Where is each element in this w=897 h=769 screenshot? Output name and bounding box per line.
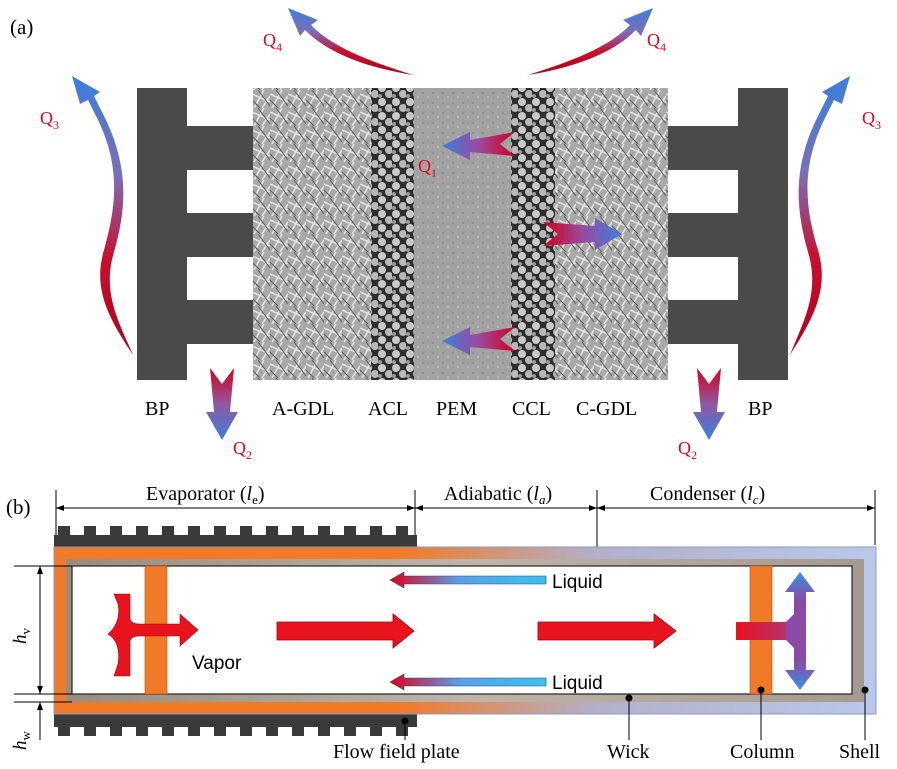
bipolar-plate-right bbox=[668, 88, 788, 380]
q1-label: Q1 bbox=[418, 156, 437, 180]
label-acl: ACL bbox=[368, 398, 408, 420]
adiabatic-label: Adiabatic (la) bbox=[444, 483, 552, 507]
label-cgdl: C-GDL bbox=[576, 398, 637, 420]
label-agdl: A-GDL bbox=[272, 398, 334, 420]
q2-arrow-left bbox=[206, 368, 238, 440]
cathode-catalyst-layer bbox=[511, 88, 555, 380]
component-leader-lines bbox=[404, 690, 866, 740]
q3-arrow-right bbox=[790, 76, 850, 355]
q2-label-left: Q2 bbox=[233, 438, 252, 462]
q4-label-right: Q4 bbox=[647, 30, 666, 54]
evaporator-label: Evaporator (le) bbox=[146, 483, 265, 507]
anode-catalyst-layer bbox=[371, 88, 414, 380]
vapor-source-arrow bbox=[107, 593, 199, 677]
flow-field-plate bbox=[54, 526, 417, 736]
liquid-return-arrow-bottom bbox=[389, 673, 547, 691]
height-dimension-lines bbox=[14, 565, 72, 740]
label-bp-right: BP bbox=[748, 398, 772, 420]
flow-field-plate-label: Flow field plate bbox=[333, 741, 460, 763]
label-pem: PEM bbox=[436, 398, 477, 420]
column-vapor-arrow bbox=[736, 622, 786, 640]
q2-arrow-right bbox=[693, 368, 725, 440]
label-bp-left: BP bbox=[145, 398, 169, 420]
q3-label-left: Q3 bbox=[40, 108, 59, 132]
label-ccl: CCL bbox=[512, 398, 551, 420]
panel-a-tag: (a) bbox=[10, 15, 33, 39]
liquid-label-top: Liquid bbox=[552, 572, 603, 593]
cathode-heat-arrow bbox=[543, 218, 622, 250]
condenser-label: Condenser (lc) bbox=[650, 483, 765, 507]
liquid-label-bottom: Liquid bbox=[552, 673, 603, 694]
vapor-flow-arrow-1 bbox=[276, 613, 415, 649]
vapor-flow-arrow-2 bbox=[537, 613, 677, 649]
column-split-arrow-down bbox=[785, 631, 815, 690]
wick-label: Wick bbox=[607, 741, 650, 763]
q4-arrow-left bbox=[288, 8, 413, 75]
q2-label-right: Q2 bbox=[678, 438, 697, 462]
shell-label: Shell bbox=[839, 741, 881, 763]
column-split-arrow bbox=[785, 572, 815, 631]
panel-b-tag: (b) bbox=[6, 495, 31, 519]
hw-label: hw bbox=[10, 731, 33, 751]
column-label: Column bbox=[730, 741, 794, 763]
q1-arrow-bottom bbox=[442, 327, 515, 355]
q4-arrow-right bbox=[528, 8, 653, 75]
vapor-core bbox=[71, 565, 853, 695]
vapor-label: Vapor bbox=[192, 653, 242, 674]
hv-label: hv bbox=[10, 628, 33, 645]
bipolar-plate-left bbox=[137, 88, 255, 380]
anode-gdl-layer bbox=[253, 88, 371, 380]
q3-arrow-left bbox=[72, 76, 133, 355]
q1-arrow-top bbox=[442, 132, 515, 160]
liquid-return-arrow-top bbox=[389, 571, 547, 589]
q4-label-left: Q4 bbox=[263, 30, 282, 54]
q3-label-right: Q3 bbox=[862, 108, 881, 132]
